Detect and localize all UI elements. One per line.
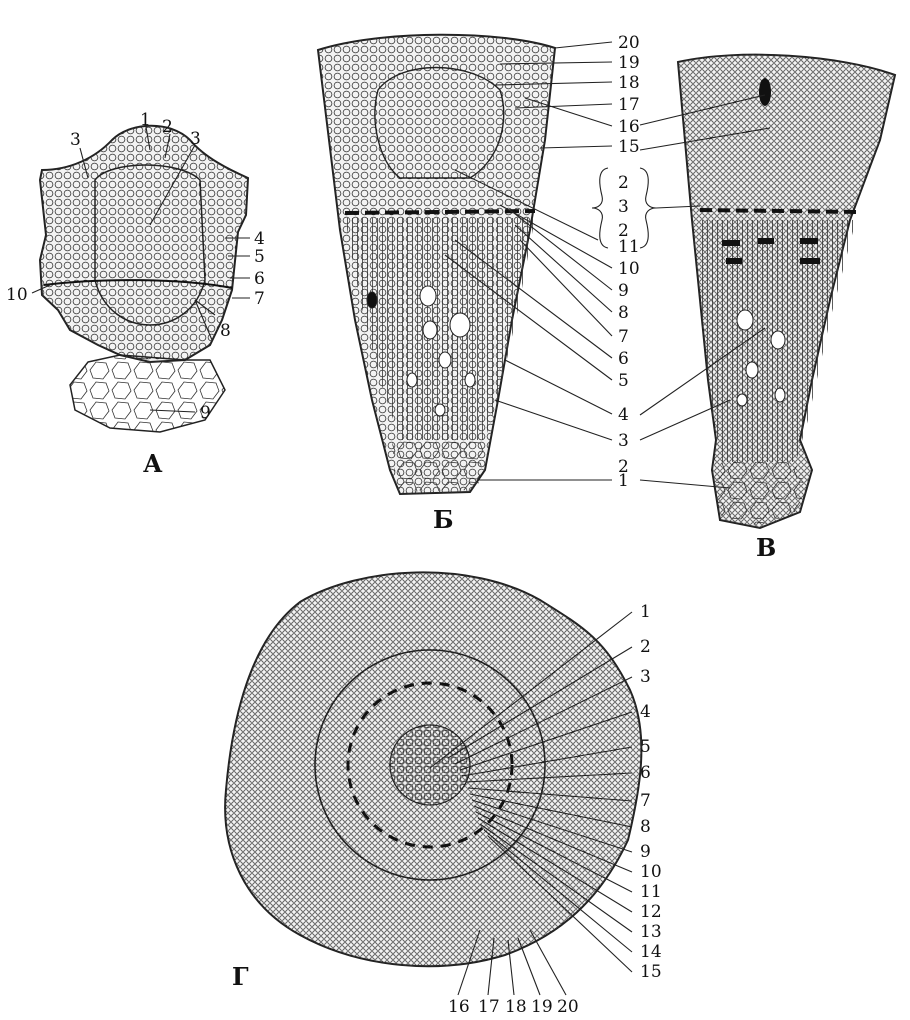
panel-b: 20 19 18 17 16 15 11 10 9 8 7 6 5 4 3 2 … [316,33,640,534]
panel-b-label-18: 18 [618,73,640,93]
panel-v-vessels [736,309,786,407]
panel-a-label-1: 1 [140,110,151,130]
panel-b-label-3: 3 [618,431,629,451]
panel-b-parenchyma [392,440,485,492]
panel-b-leaders [444,41,613,481]
panel-b-bundle-cap [374,66,505,179]
panel-v: 2 3 2 В [591,53,897,562]
panel-b-label-7: 7 [618,327,629,347]
panel-a-label-10: 10 [6,285,28,305]
panel-v-bracket-label-3: 3 [618,197,629,217]
panel-b-label-19: 19 [618,53,640,73]
panel-a-label-2: 2 [162,117,173,137]
panel-g-label-3: 3 [640,667,651,687]
panel-b-label-2: 2 [618,457,629,477]
panel-g-label-9: 9 [640,842,651,862]
panel-b-label-1: 1 [618,471,629,491]
panel-b-label-17: 17 [618,95,640,115]
panel-g-label-10: 10 [640,862,662,882]
panel-a-label-3-right: 3 [190,129,201,149]
panel-v-caption: В [756,533,776,562]
panel-v-dark-patches [722,78,820,264]
panel-b-label-8: 8 [618,303,629,323]
panel-a-vascular-bundle [94,164,206,326]
panel-g-label-7: 7 [640,791,651,811]
panel-g-label-18: 18 [505,997,527,1017]
panel-v-bracket-label-2-top: 2 [618,173,629,193]
panel-a-caption: А [143,449,163,478]
panel-g-label-2: 2 [640,637,651,657]
panel-g-label-11: 11 [640,882,662,902]
panel-b-label-15: 15 [618,137,640,157]
panel-g-vascular-ring [314,649,546,881]
panel-a-label-5: 5 [254,247,265,267]
panel-g-leaders [429,611,633,996]
panel-b-vessels [366,285,476,417]
panel-b-label-11: 11 [618,237,640,257]
panel-b-label-20: 20 [618,33,640,53]
panel-g-label-20: 20 [557,997,579,1017]
panel-b-label-6: 6 [618,349,629,369]
panel-v-parenchyma [714,462,806,526]
panel-a-cambium-line [43,279,233,289]
panel-g-label-4: 4 [640,702,651,722]
panel-b-xylem [345,218,535,440]
panel-b-label-9: 9 [618,281,629,301]
panel-v-leaders [639,94,771,489]
panel-b-label-10: 10 [618,259,640,279]
panel-a-pith [69,354,226,433]
panel-g-label-16: 16 [448,997,470,1017]
panel-g-pith [389,724,471,806]
panel-g-label-13: 13 [640,922,662,942]
panel-a-label-6: 6 [254,269,265,289]
panel-a-label-3-left: 3 [70,130,81,150]
panel-b-label-16: 16 [618,117,640,137]
panel-g-label-14: 14 [640,942,662,962]
panel-g-label-12: 12 [640,902,662,922]
panel-a-label-8: 8 [220,321,231,341]
panel-v-cambium [699,208,861,214]
panel-g-label-15: 15 [640,962,662,982]
panel-a-label-4: 4 [254,229,265,249]
panel-v-bracket [591,167,701,249]
panel-b-label-4: 4 [618,405,629,425]
panel-a-label-7: 7 [254,289,265,309]
panel-g-label-5: 5 [640,737,651,757]
panel-g-label-17: 17 [478,997,500,1017]
panel-a-label-9: 9 [200,403,211,423]
panel-a: 1 2 3 3 4 5 6 7 8 9 10 А [6,110,265,478]
panel-g-label-19: 19 [531,997,553,1017]
panel-b-caption: Б [433,505,454,534]
panel-a-leaders [31,126,250,413]
panel-g-caption: Г [232,962,249,991]
panel-g-cambium-ring [346,681,514,849]
panel-g: 1 2 3 4 5 6 7 8 9 10 11 12 13 14 15 16 1… [224,571,662,1017]
panel-g-label-8: 8 [640,817,651,837]
panel-v-bracket-label-2-bottom: 2 [618,221,629,241]
panel-g-label-6: 6 [640,763,651,783]
panel-b-cambium [344,209,536,215]
panel-b-label-5: 5 [618,371,629,391]
panel-g-label-1: 1 [640,602,651,622]
